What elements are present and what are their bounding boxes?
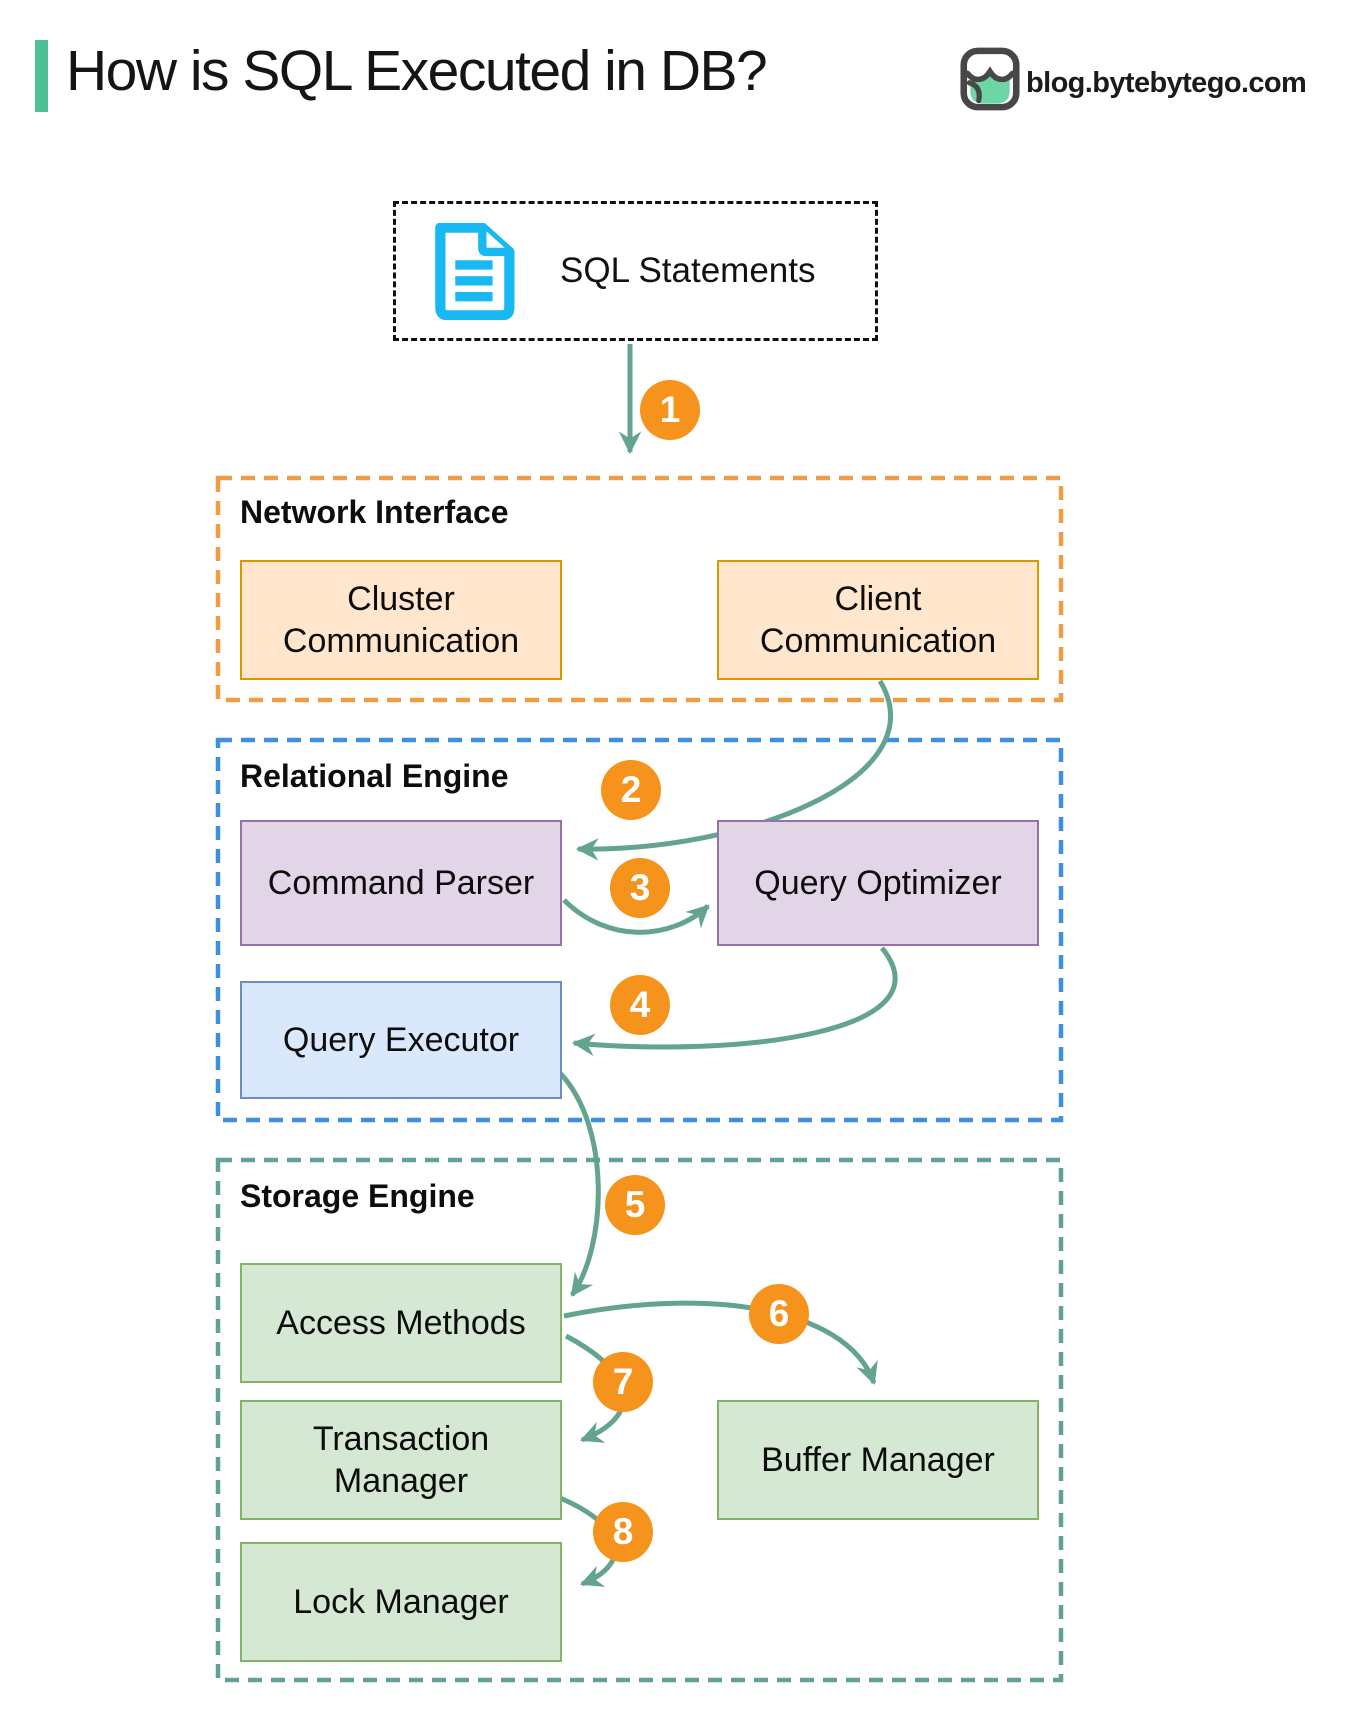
brand: blog.bytebytego.com: [960, 46, 1307, 112]
step-badge-7: 7: [593, 1352, 653, 1412]
arrow-5-executor-to-access: [558, 1071, 601, 1297]
section-title-storage-engine: Storage Engine: [240, 1178, 475, 1214]
step-badge-1: 1: [640, 380, 700, 440]
sql-statements-box: SQL Statements: [393, 201, 878, 341]
node-client-communication: Client Communication: [717, 560, 1039, 680]
site-label: blog.bytebytego.com: [1026, 66, 1307, 99]
node-query-optimizer: Query Optimizer: [717, 820, 1039, 946]
step-badge-3: 3: [610, 858, 670, 918]
node-lock-manager: Lock Manager: [240, 1542, 562, 1662]
node-cluster-communication: Cluster Communication: [240, 560, 562, 680]
node-command-parser: Command Parser: [240, 820, 562, 946]
step-badge-8: 8: [593, 1502, 653, 1562]
document-icon: [435, 222, 515, 320]
title-accent-bar: [35, 40, 48, 112]
section-title-relational-engine: Relational Engine: [240, 758, 509, 794]
step-badge-4: 4: [610, 975, 670, 1035]
step-badge-2: 2: [601, 760, 661, 820]
step-badge-6: 6: [749, 1284, 809, 1344]
step-badge-5: 5: [605, 1175, 665, 1235]
page-title: How is SQL Executed in DB?: [66, 39, 768, 103]
sql-statements-label: SQL Statements: [560, 251, 816, 290]
node-buffer-manager: Buffer Manager: [717, 1400, 1039, 1520]
node-transaction-manager: Transaction Manager: [240, 1400, 562, 1520]
node-access-methods: Access Methods: [240, 1263, 562, 1383]
node-query-executor: Query Executor: [240, 981, 562, 1099]
section-title-network-interface: Network Interface: [240, 494, 509, 530]
bytebytego-logo-icon: [960, 47, 1020, 111]
